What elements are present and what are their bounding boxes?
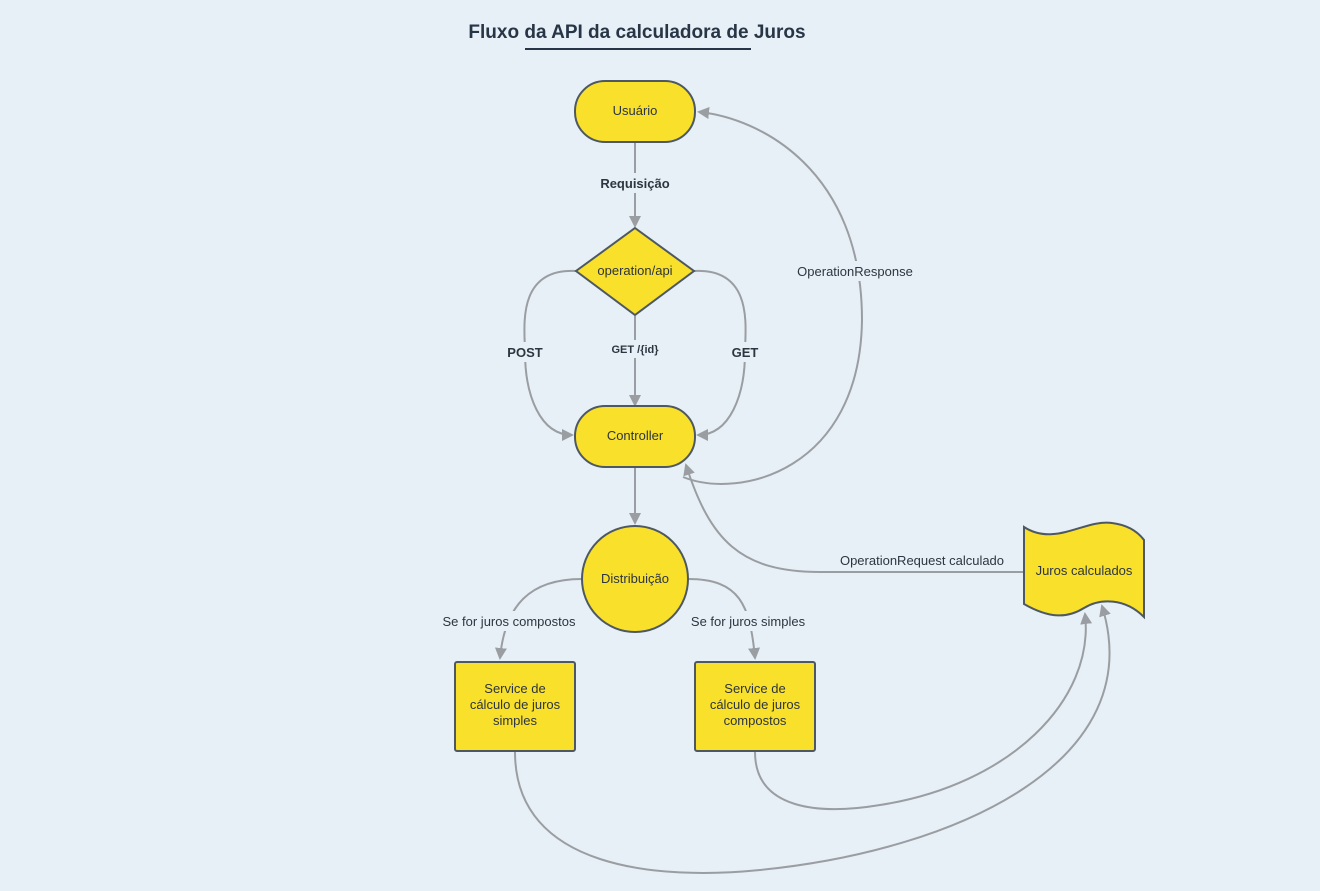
node-usuario-label: Usuário [613,103,658,118]
node-controller-shape [574,405,696,468]
edge-label-se-simples: Se for juros simples [691,614,806,629]
label-bg-get [727,342,763,362]
edge-distribuicao-right [687,578,761,660]
node-usuario: Usuário [574,80,696,143]
node-usuario-shape [574,80,696,143]
node-distribuicao: Distribuição [581,525,689,633]
label-bg-get-id [606,340,664,358]
node-service-simples-line-1: Service de [484,681,545,696]
node-service-simples-line-2: cálculo de juros [470,697,561,712]
edge-label-post: POST [507,345,542,360]
label-bg-operation-request [834,550,1012,570]
label-bg-se-compostos [436,611,582,631]
node-service-simples-line-3: simples [493,713,538,728]
node-operation-api-shape [574,226,696,317]
node-service-compostos-line-3: compostos [724,713,787,728]
label-bg-post [503,342,547,362]
label-bg-operation-response [792,261,918,281]
edge-operation-response [682,107,864,485]
node-service-compostos: Service de cálculo de juros compostos [694,661,816,752]
node-juros-calculados-label: Juros calculados [1036,563,1133,578]
node-service-compostos-line-1: Service de [724,681,785,696]
node-operation-api-label: operation/api [597,263,672,278]
node-distribuicao-label: Distribuição [601,571,669,586]
diagram-title: Fluxo da API da calculadora de Juros [468,22,805,43]
edge-operation-request [683,463,1023,573]
edge-label-operation-response: OperationResponse [797,264,913,279]
node-controller-label: Controller [607,428,664,443]
label-bg-requisicao [596,173,674,193]
edge-label-requisicao: Requisição [600,176,669,191]
edge-simples-juros [514,604,1111,874]
edge-label-get-id: GET /{id} [611,344,659,356]
label-bg-se-simples [685,611,812,631]
node-service-simples: Service de cálculo de juros simples [454,661,576,752]
node-operation-api: operation/api [574,226,696,317]
node-juros-calculados-shape [1023,521,1145,620]
node-distribuicao-shape [581,525,689,633]
edge-distribuicao-left [494,578,583,660]
node-controller: Controller [574,405,696,468]
node-juros-calculados: Juros calculados [1023,521,1145,620]
node-service-simples-shape [454,661,576,752]
node-service-compostos-line-2: cálculo de juros [710,697,801,712]
node-service-compostos-shape [694,661,816,752]
edge-compostos-juros [754,612,1093,811]
edge-label-get: GET [732,345,759,360]
edge-label-se-compostos: Se for juros compostos [443,614,576,629]
edge-label-operation-request: OperationRequest calculado [840,553,1004,568]
